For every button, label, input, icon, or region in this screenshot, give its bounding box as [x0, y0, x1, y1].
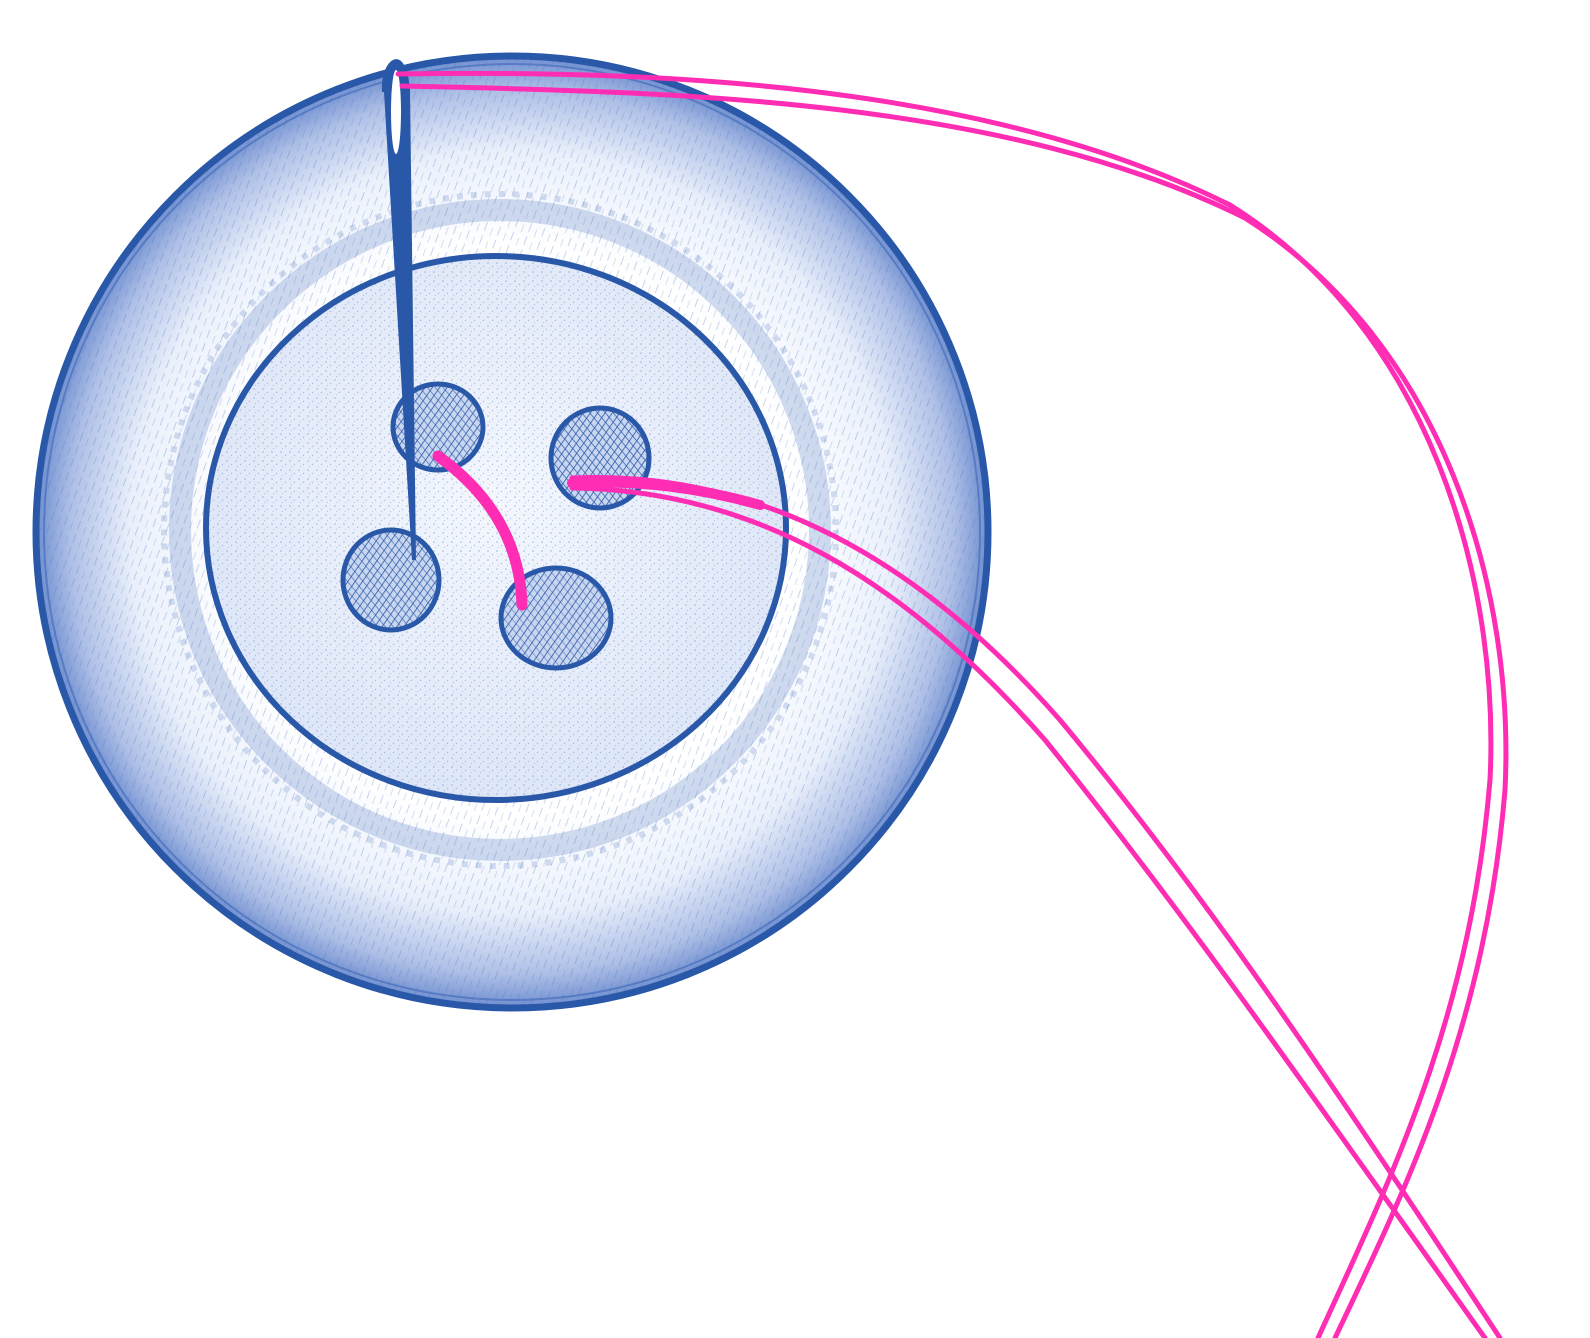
thread-from-hole: [567, 475, 1503, 1338]
button-face: [203, 253, 789, 803]
thread-from-needle: [395, 70, 1509, 1338]
button-holes: [340, 381, 652, 671]
hole-bottom-right: [498, 565, 614, 671]
thread-stitch: [432, 450, 528, 611]
hole-bottom-left: [340, 527, 442, 633]
hole-top-left: [390, 381, 486, 473]
